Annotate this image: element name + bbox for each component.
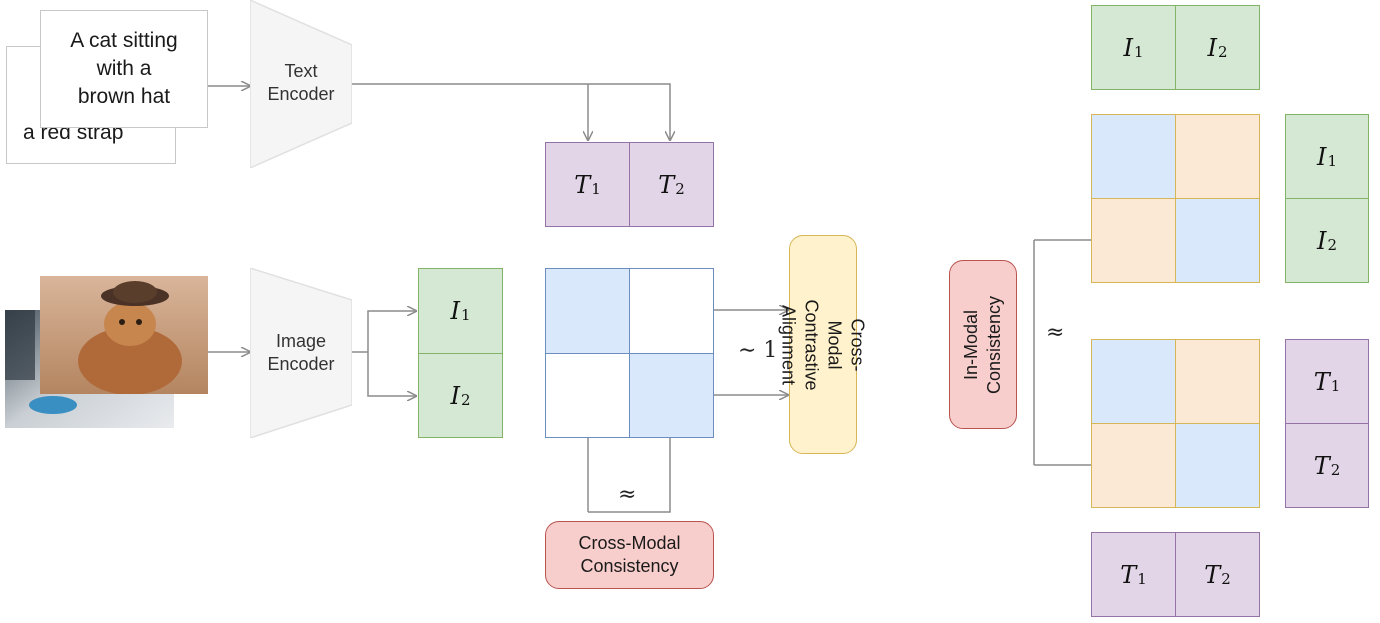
caption-front-text: A cat sitting with a brown hat bbox=[70, 29, 178, 108]
text-sim-cell-21 bbox=[1091, 423, 1176, 508]
caption-card-front: A cat sitting with a brown hat bbox=[40, 10, 208, 128]
approx-symbol-in-modal: ≈ bbox=[1046, 320, 1065, 345]
text-encoder-label: Text Encoder bbox=[267, 61, 335, 104]
image-sim-cell-11 bbox=[1091, 114, 1176, 199]
image-encoder-shape bbox=[250, 268, 352, 438]
image-sim-cell-22 bbox=[1175, 198, 1260, 283]
in-modal-consistency-box: In-Modal Consistency bbox=[949, 260, 1017, 429]
text-sim-cell-11 bbox=[1091, 339, 1176, 424]
sim-matrix-cell-21 bbox=[545, 353, 630, 438]
cat-photo-front bbox=[40, 276, 208, 394]
text-encoder-shape bbox=[250, 0, 352, 168]
cross-modal-alignment-label: Cross-Modal Contrastive Alignment bbox=[779, 298, 869, 391]
sim-matrix-cell-11 bbox=[545, 268, 630, 354]
text-sim-cell-12 bbox=[1175, 339, 1260, 424]
text-sim-cell-22 bbox=[1175, 423, 1260, 508]
cross-modal-consistency-box: Cross-Modal Consistency bbox=[545, 521, 714, 589]
sim-matrix-cell-22 bbox=[629, 353, 714, 438]
image-sim-cell-21 bbox=[1091, 198, 1176, 283]
image-sim-cell-12 bbox=[1175, 114, 1260, 199]
image-encoder-label: Image Encoder bbox=[267, 331, 335, 374]
in-modal-consistency-label: In-Modal Consistency bbox=[961, 295, 1005, 394]
cross-modal-alignment-box: Cross-Modal Contrastive Alignment bbox=[779, 235, 868, 454]
approx-symbol-cross: ≈ bbox=[618, 482, 637, 507]
sim-matrix-cell-12 bbox=[629, 268, 714, 354]
approx-one-label: ∼ 1 bbox=[738, 338, 778, 363]
